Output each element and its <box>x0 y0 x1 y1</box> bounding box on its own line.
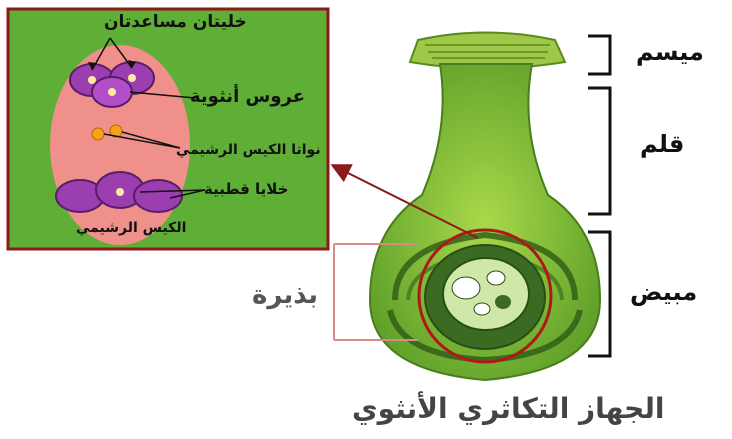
antipodal-cell <box>134 180 182 212</box>
label-synergids: خليتان مساعدتان <box>104 12 247 32</box>
diagram-title: الجهاز التكاثري الأنثوي <box>352 392 664 425</box>
label-egg-cell: عروس أنثوية <box>190 86 305 107</box>
pistil <box>370 33 600 381</box>
label-stigma: ميسم <box>636 38 704 66</box>
label-ovary: مبيض <box>630 278 697 306</box>
label-style: قلم <box>640 130 684 158</box>
polar-nucleus <box>92 128 104 140</box>
label-embryo-sac: الكيس الرشيمي <box>76 220 186 236</box>
label-antipodal-cells: خلايا قطبية <box>204 180 288 198</box>
label-ovule: بذيرة <box>252 280 318 310</box>
label-polar-nuclei: نواتا الكيس الرشيمي <box>176 142 321 158</box>
